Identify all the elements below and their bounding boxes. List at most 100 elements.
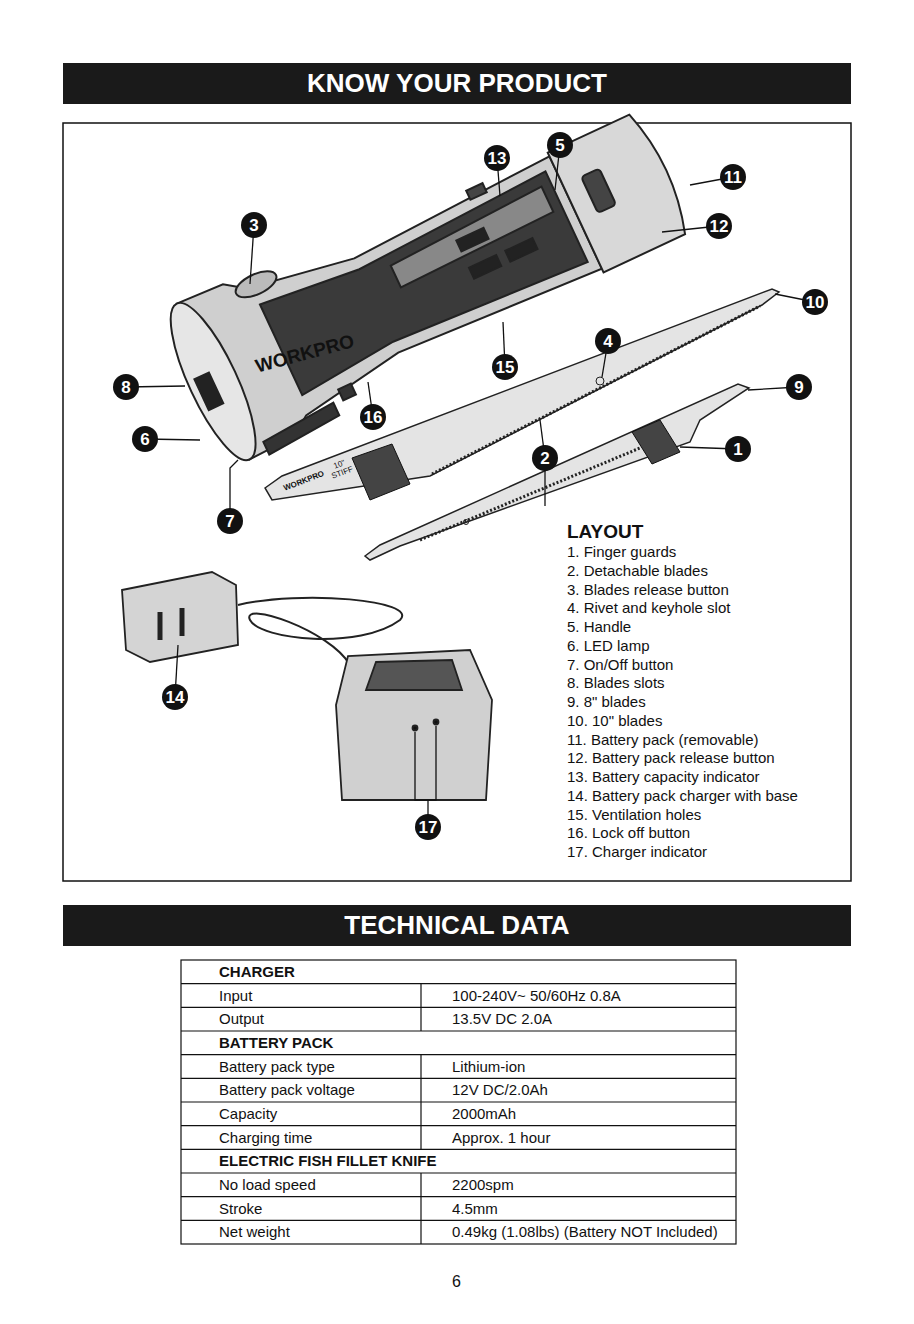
callout-number: 6 (140, 431, 149, 448)
callout-number: 14 (166, 689, 185, 706)
section-heading: TECHNICAL DATA (344, 910, 569, 941)
table-border (181, 960, 736, 1244)
callout-circle (532, 445, 558, 471)
row-line (181, 1007, 736, 1008)
list-item: 16. Lock off button (567, 824, 690, 842)
table-cell: 100-240V~ 50/60Hz 0.8A (452, 987, 621, 1005)
callout-circle (802, 289, 828, 315)
list-item: 2. Detachable blades (567, 562, 708, 580)
bracket (415, 726, 436, 800)
table-cell: 12V DC/2.0Ah (452, 1081, 548, 1099)
callout-circle (720, 164, 746, 190)
charger-slot (366, 660, 462, 690)
leader-lines (126, 145, 815, 827)
callout-number: 12 (710, 218, 729, 235)
callout-number: 10 (806, 294, 825, 311)
rivet (464, 520, 469, 525)
page-number: 6 (452, 1272, 461, 1291)
list-item: 12. Battery pack release button (567, 749, 775, 767)
list-heading: LAYOUT (567, 521, 643, 544)
table-cell: Lithium-ion (452, 1058, 525, 1076)
table-grid (181, 960, 736, 1244)
table-cell: Capacity (219, 1105, 277, 1123)
callout-circle (241, 212, 267, 238)
section-band: KNOW YOUR PRODUCT (63, 63, 851, 104)
lock-button (338, 384, 356, 401)
table-cell: Battery pack voltage (219, 1081, 355, 1099)
callout-circles (113, 132, 828, 840)
vent (456, 228, 488, 252)
list-item: 14. Battery pack charger with base (567, 787, 798, 805)
release-button (232, 266, 280, 303)
callout-number: 17 (419, 819, 438, 836)
prong (180, 608, 185, 636)
callout-number: 5 (555, 137, 564, 154)
table-cell: 2000mAh (452, 1105, 516, 1123)
table-section: ELECTRIC FISH FILLET KNIFE (219, 1152, 437, 1170)
callout-number: 8 (121, 379, 130, 396)
callout-circle (595, 328, 621, 354)
callout-circle (492, 354, 518, 380)
callout-number: 9 (794, 379, 803, 396)
row-line (181, 1220, 736, 1221)
list-item: 4. Rivet and keyhole slot (567, 599, 730, 617)
battery-release (581, 168, 616, 213)
callout-circle (706, 213, 732, 239)
list-item: 1. Finger guards (567, 543, 676, 561)
knife-body (155, 92, 704, 473)
callout-number: 16 (364, 409, 383, 426)
table-cell: Output (219, 1010, 264, 1028)
blade-slot (194, 372, 223, 410)
handle-panel (387, 187, 555, 288)
callout-circle (132, 426, 158, 452)
list-item: 13. Battery capacity indicator (567, 768, 760, 786)
callout-number: 15 (496, 359, 515, 376)
table-section: CHARGER (219, 963, 295, 981)
callout-circle (360, 404, 386, 430)
list-item: 5. Handle (567, 618, 631, 636)
list-item: 6. LED lamp (567, 637, 650, 655)
front-face (155, 293, 271, 469)
charger (122, 572, 492, 800)
battery-pack (548, 110, 694, 272)
callout-circle (217, 508, 243, 534)
section-heading: KNOW YOUR PRODUCT (307, 68, 607, 99)
section-band: TECHNICAL DATA (63, 905, 851, 946)
callout-number: 7 (225, 513, 234, 530)
list-item: 7. On/Off button (567, 656, 673, 674)
table-cell: Input (219, 987, 252, 1005)
callout-circle (162, 684, 188, 710)
charger-led (434, 720, 439, 725)
table-cell: 13.5V DC 2.0A (452, 1010, 552, 1028)
list-item: 10. 10" blades (567, 712, 662, 730)
row-line (181, 983, 736, 984)
charger-led (413, 726, 418, 731)
callout-circle (725, 436, 751, 462)
callout-circle (484, 145, 510, 171)
blade-10 (265, 289, 779, 500)
vent (469, 255, 501, 279)
charger-base (336, 650, 492, 800)
table-cell: 2200spm (452, 1176, 514, 1194)
list-item: 8. Blades slots (567, 674, 665, 692)
column-line (420, 984, 421, 1031)
list-item: 15. Ventilation holes (567, 806, 701, 824)
row-line (181, 1101, 736, 1102)
row-line (181, 1078, 736, 1079)
finger-guard (632, 420, 680, 464)
table-cell: Net weight (219, 1223, 290, 1241)
row-line (181, 1149, 736, 1150)
table-cell: 4.5mm (452, 1200, 498, 1218)
list-item: 11. Battery pack (removable) (567, 731, 758, 749)
plug-adapter (122, 572, 238, 662)
callout-number: 4 (603, 333, 612, 350)
callout-number: 3 (249, 217, 258, 234)
trigger (261, 403, 342, 455)
callout-circle (415, 814, 441, 840)
list-item: 3. Blades release button (567, 581, 729, 599)
table-cell: Stroke (219, 1200, 262, 1218)
list-item: 17. Charger indicator (567, 843, 707, 861)
prong (158, 612, 163, 640)
